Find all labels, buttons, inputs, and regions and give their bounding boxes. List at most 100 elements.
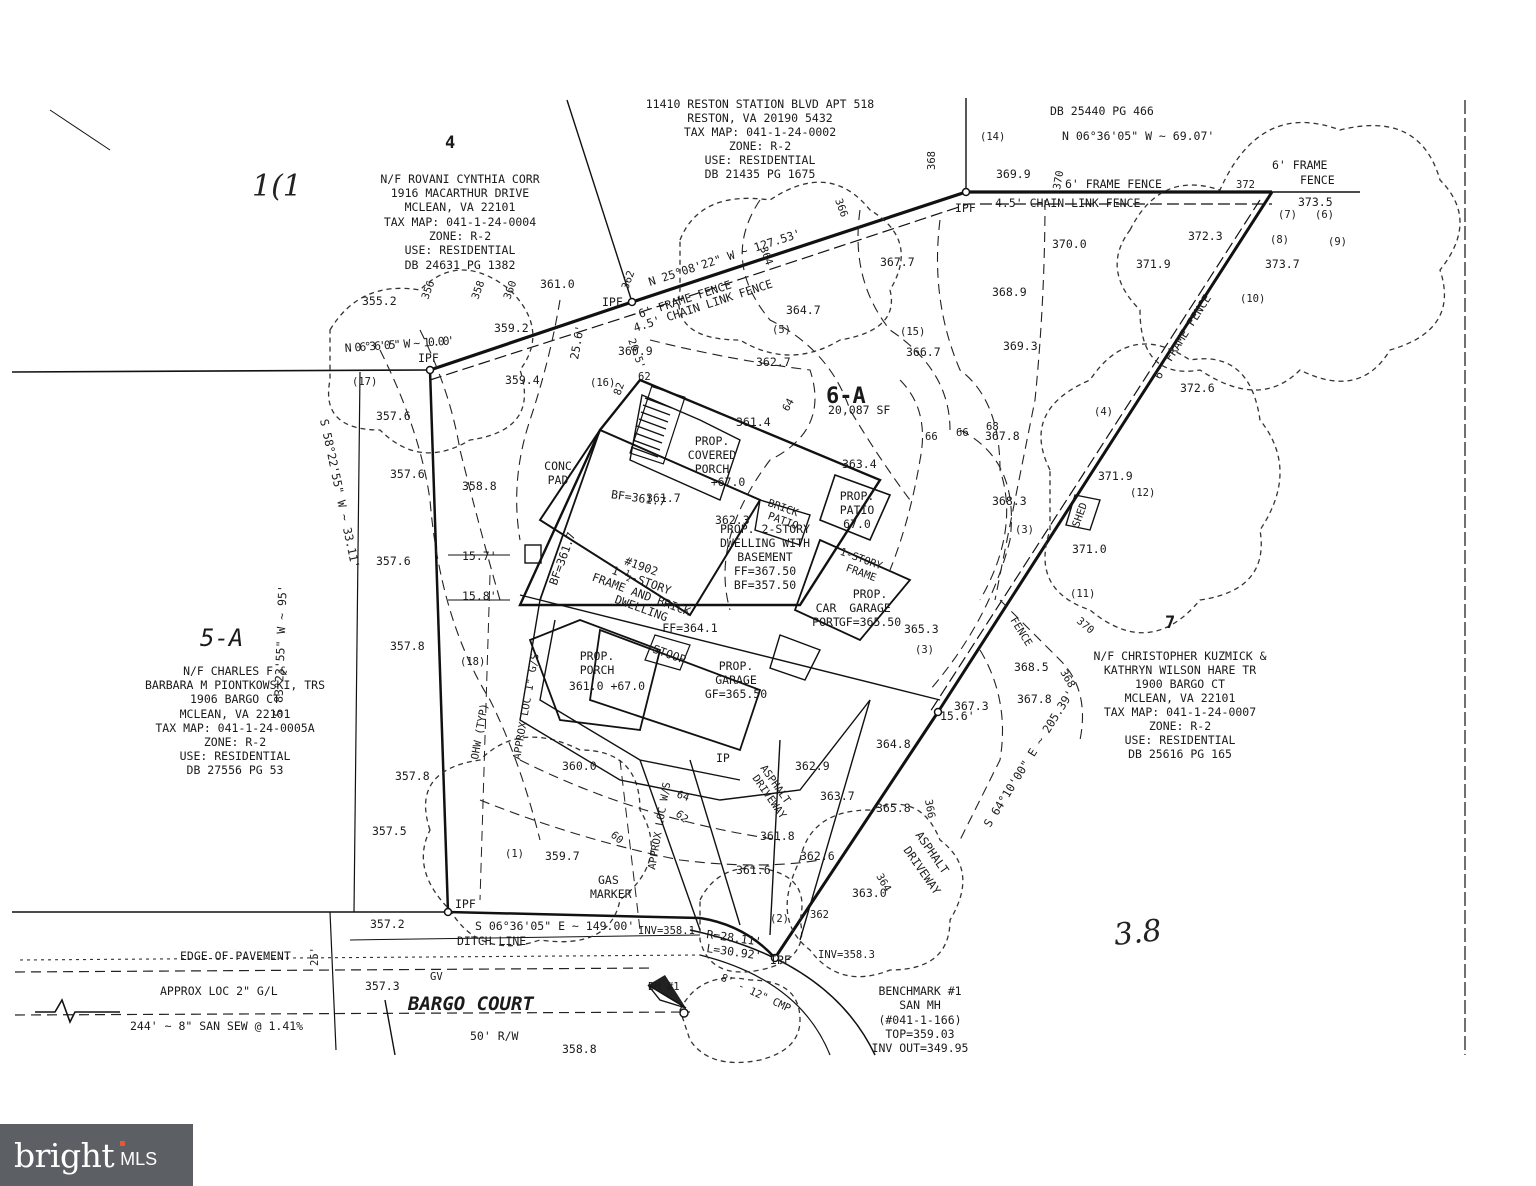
contour-label: 368 <box>926 151 938 170</box>
contour-label: 64 <box>675 789 691 805</box>
adjoiner-line: TAX MAP: 041-1-24-0002 <box>684 125 836 139</box>
fence-lines <box>429 199 1272 713</box>
tree-id: (2) <box>770 913 789 925</box>
proposed-dwelling-bf: BF=357.50 <box>734 578 796 592</box>
adjoiner-line: 1906 BARGO CT <box>190 692 280 706</box>
adjoiner-line: 1900 BARGO CT <box>1135 677 1225 691</box>
dim-15-7: 15.7' <box>462 549 497 563</box>
spot-elevation: 364.7 <box>786 303 821 317</box>
spot-elevation: 362.3 <box>715 513 750 527</box>
adjoiner-line: USE: RESIDENTIAL <box>1125 733 1236 747</box>
road-lines <box>14 929 876 1056</box>
benchmark-line: (#041-1-166) <box>878 1013 961 1027</box>
contour-label: 368 <box>1057 668 1077 690</box>
spot-elevation: 362.7 <box>756 355 791 369</box>
spot-elevation: 363.7 <box>820 789 855 803</box>
spot-elevation: 368.9 <box>992 285 1027 299</box>
contour-label: 82 <box>612 381 628 397</box>
adjoiner-line: KATHRYN WILSON HARE TR <box>1104 663 1256 677</box>
spot-elevation: 364.8 <box>876 737 911 751</box>
patio-elev: 67.0 <box>843 517 871 531</box>
road-width: 25' <box>309 947 321 966</box>
spot-elevation: 373.5 <box>1298 195 1333 209</box>
spot-elevation: 357.8 <box>395 769 430 783</box>
iron-pin-label: IPF <box>455 897 476 911</box>
adjoiner-line: USE: RESIDENTIAL <box>180 749 291 763</box>
adjoiner-line: DB 25616 PG 165 <box>1128 747 1232 761</box>
spot-elevation: 359.2 <box>494 321 529 335</box>
lot-4-label: 4 <box>445 133 455 153</box>
tree-id: (18) <box>460 656 485 668</box>
spot-elevation: 362.6 <box>800 849 835 863</box>
contour-label: 362 <box>810 909 829 921</box>
spot-elevation: 359.7 <box>545 849 580 863</box>
tree-id: (6) <box>1315 209 1334 221</box>
tree-id: (9) <box>1328 236 1347 248</box>
spot-elevation: 357.6 <box>376 409 411 423</box>
handwriting-bottom-right: 3.8 <box>1112 913 1163 953</box>
garage-right-label: PROP. <box>853 587 888 601</box>
tree-id: (4) <box>1094 406 1113 418</box>
gas-line-label: APPROX LOC 2" G/L <box>160 984 278 998</box>
adjoiner-line: TAX MAP: 041-1-24-0007 <box>1104 705 1256 719</box>
tree-id: (10) <box>1240 293 1265 305</box>
spot-elevation: 373.7 <box>1265 257 1300 271</box>
fence-chain-right: 4.5' CHAIN LINK FENCE <box>995 196 1140 210</box>
garage-center-label: PROP. <box>719 659 754 673</box>
lot-7-label: 7 <box>1165 613 1175 633</box>
contour-lines <box>379 199 1083 866</box>
adjoiner-line: MCLEAN, VA 22101 <box>180 707 291 721</box>
spot-elevation: 367.8 <box>1017 692 1052 706</box>
tree-id: (14) <box>980 131 1005 143</box>
adjoiner-line: USE: RESIDENTIAL <box>405 243 516 257</box>
iron-pin-markers <box>425 187 971 963</box>
water-service-label: APPROX LOC W/S <box>646 781 673 870</box>
spot-elevation: 371.0 <box>1072 542 1107 556</box>
contour-label: 62 <box>638 371 651 383</box>
adjoiner-line: BARBARA M PIONTKOWSKI, TRS <box>145 678 325 692</box>
benchmark-symbol <box>647 975 689 1018</box>
cmp-label: 8' - 12" CMP <box>719 972 793 1015</box>
spot-elevation: 371.9 <box>1136 257 1171 271</box>
spot-elevation: 358.8 <box>462 479 497 493</box>
sewer-label: 244' ~ 8" SAN SEW @ 1.41% <box>130 1019 303 1033</box>
fence-frame-east: 6' FRAME FENCE <box>1151 292 1214 382</box>
benchmark-line: TOP=359.03 <box>885 1027 954 1041</box>
tree-id: (8) <box>1270 234 1289 246</box>
contour-labels: 356 358 360 362 364 366 368 370 372 362 … <box>420 151 1255 921</box>
spot-elevation: 361.4 <box>736 415 771 429</box>
spot-elevation: 370.0 <box>1052 237 1087 251</box>
adjoiner-line: TAX MAP: 041-1-24-0005A <box>155 721 314 735</box>
handwriting-top-left: 1(1 <box>252 169 302 204</box>
benchmark-line: SAN MH <box>899 998 941 1012</box>
driveway-lines <box>448 554 871 941</box>
contour-label: 366 <box>922 798 937 819</box>
garage-center-label: GARAGE <box>715 673 757 687</box>
contour-label: 370 <box>1051 170 1066 191</box>
spot-elevation: 363.0 <box>852 886 887 900</box>
iron-pin-label: IPF <box>770 953 791 967</box>
spot-elevation: 363.4 <box>842 457 877 471</box>
iron-pin-labels: IPF IPF IPF IPF IPF <box>418 201 976 967</box>
spot-elevation: 359.4 <box>505 373 540 387</box>
patio-label: PROP. <box>840 489 875 503</box>
contour-label: 66 <box>956 427 969 439</box>
spot-elevation: 357.8 <box>390 639 425 653</box>
tree-id: (7) <box>1278 209 1297 221</box>
conc-pad-label: CONC <box>544 459 572 473</box>
spot-elevation: 358.8 <box>562 1042 597 1056</box>
adjoiner-line: N/F CHARLES F & <box>183 664 287 678</box>
spot-elevations: 355.2 361.0 359.2 360.9 359.4 357.6 357.… <box>362 167 1333 1056</box>
spot-elevation: 361.0 <box>540 277 575 291</box>
spot-elevation: 360.9 <box>618 344 653 358</box>
tree-id: (17) <box>352 376 377 388</box>
proposed-dwelling-label: BASEMENT <box>737 550 792 564</box>
fence-corner: 6' FRAME <box>1272 158 1327 172</box>
benchmark-line: BENCHMARK #1 <box>878 984 961 998</box>
bearing-west-main: S 83°23'55" W ~ 95' <box>271 585 290 717</box>
adjoiner-line: USE: RESIDENTIAL <box>705 153 816 167</box>
adjoiner-line: ZONE: R-2 <box>204 735 266 749</box>
adjoining-lines <box>11 98 1466 1055</box>
adjoiner-north-left: N/F ROVANI CYNTHIA CORR 1916 MACARTHUR D… <box>380 172 539 272</box>
